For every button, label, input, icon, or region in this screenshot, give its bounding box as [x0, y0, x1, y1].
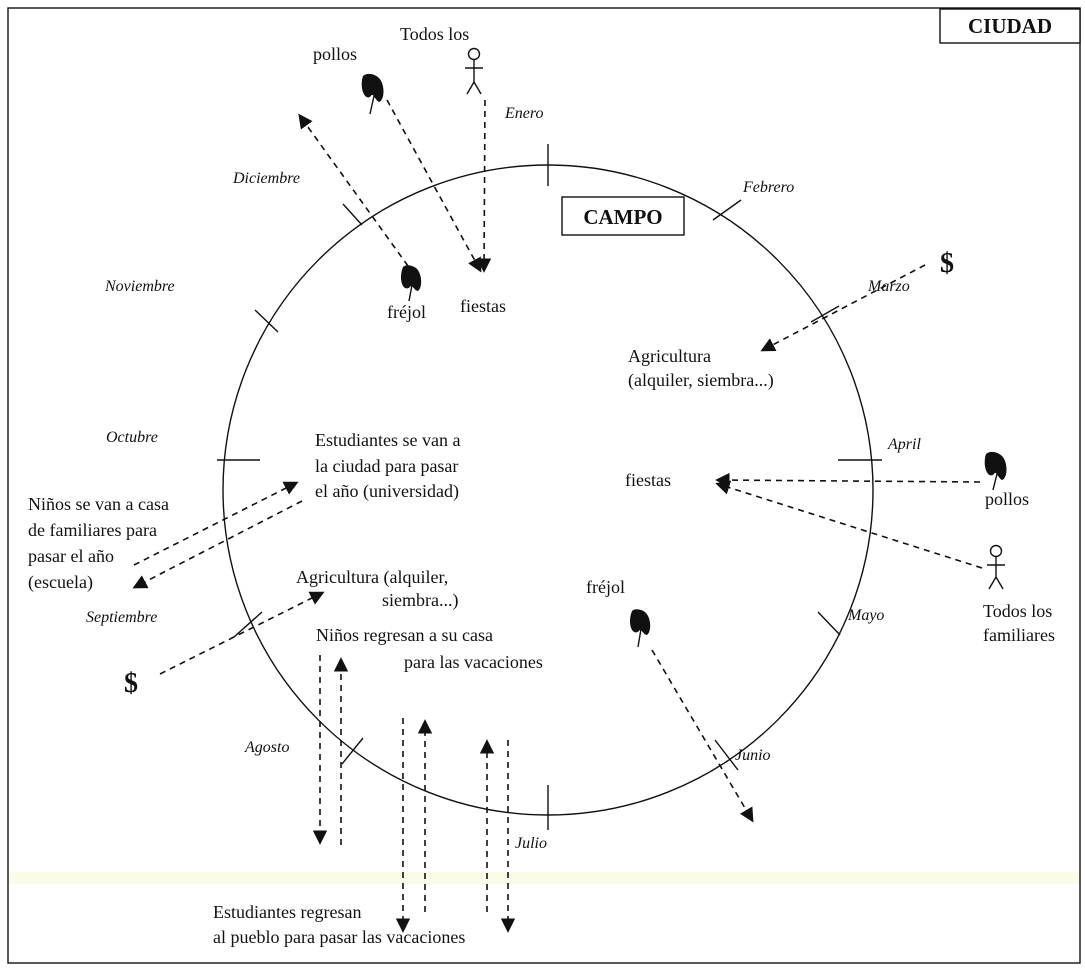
label-estudiantes-regresan-line1: Estudiantes regresan — [213, 902, 361, 922]
tick-agosto — [341, 737, 364, 765]
tick-marzo — [810, 305, 840, 323]
label-todos-los-familiares-line2: familiares — [983, 625, 1055, 645]
country-title-box — [561, 196, 685, 236]
label-estudiantes-line3: el año (universidad) — [315, 481, 459, 502]
label-ninos-regresan-line2: para las vacaciones — [404, 652, 543, 672]
label-estudiantes-line1: Estudiantes se van a — [315, 430, 460, 450]
tick-noviembre — [254, 309, 279, 333]
tick-mayo — [817, 611, 841, 636]
arrow-frejol-to-city — [651, 649, 754, 823]
arrow-pollos-to-fiestas — [386, 99, 482, 273]
label-frejol-right: fréjol — [586, 577, 625, 597]
label-todos-los-familiares-line1: Todos los — [983, 601, 1052, 621]
month-enero: Enero — [504, 105, 544, 122]
label-ninos-line2: de familiares para — [28, 520, 157, 540]
label-pollos-top: pollos — [313, 44, 357, 64]
tick-diciembre — [342, 203, 363, 226]
label-agricultura-left-line2: siembra...) — [382, 590, 458, 611]
label-estudiantes-line2: la ciudad para pasar — [315, 456, 458, 476]
bean-icon — [400, 265, 422, 302]
arrow-familiares-to-fiestas — [715, 480, 983, 569]
arrow-todos-to-fiestas — [476, 99, 492, 273]
outer-frame — [7, 7, 1081, 964]
arrow-estudiantes-to-city — [133, 481, 299, 566]
label-agricultura-left-line1: Agricultura (alquiler, — [296, 567, 448, 588]
month-april: April — [887, 436, 921, 453]
month-febrero: Febrero — [742, 179, 794, 196]
country-title: CAMPO — [583, 205, 662, 229]
month-octubre: Octubre — [106, 429, 158, 446]
month-agosto: Agosto — [244, 739, 289, 756]
label-ninos-line3: pasar el año — [28, 546, 114, 566]
city-title-box — [939, 8, 1081, 44]
arrow-frejol-out — [298, 113, 409, 267]
label-ninos-line4: (escuela) — [28, 572, 93, 593]
label-agricultura-right-line1: Agricultura — [628, 346, 711, 366]
label-todos-los-top: Todos los — [400, 24, 469, 44]
month-noviembre: Noviembre — [104, 278, 175, 295]
label-pollos-right: pollos — [985, 489, 1029, 509]
month-julio: Julio — [515, 835, 547, 852]
label-dollar-right: $ — [940, 248, 954, 279]
tick-junio — [714, 739, 739, 771]
background-band — [9, 872, 1079, 884]
label-frejol-top: fréjol — [387, 302, 426, 322]
label-ninos-regresan-line1: Niños regresan a su casa — [316, 625, 493, 645]
month-marzo: Marzo — [867, 278, 910, 295]
month-diciembre: Diciembre — [232, 170, 300, 187]
tick-febrero — [712, 199, 742, 221]
label-dollar-left: $ — [124, 668, 138, 699]
arrow-dollar-to-agricultura — [760, 264, 926, 352]
arrow-ninos-to-familiares — [132, 500, 303, 589]
label-estudiantes-regresan-line2: al pueblo para pasar las vacaciones — [213, 927, 465, 947]
stick-figure-icon — [465, 47, 483, 95]
chicken-icon — [361, 73, 384, 115]
label-fiestas-right: fiestas — [625, 470, 671, 490]
bean-icon — [629, 609, 651, 648]
label-fiestas-top: fiestas — [460, 296, 506, 316]
city-title: CIUDAD — [968, 14, 1052, 38]
tick-septiembre — [233, 611, 263, 638]
chicken-icon — [984, 451, 1007, 491]
month-junio: Junio — [735, 747, 771, 764]
month-mayo: Mayo — [847, 607, 884, 624]
month-septiembre: Septiembre — [86, 609, 157, 626]
stick-figure-icon — [987, 544, 1005, 590]
label-ninos-line1: Niños se van a casa — [28, 494, 169, 514]
arrow-dollar-to-agricultura-left — [159, 591, 325, 675]
label-agricultura-right-line2: (alquiler, siembra...) — [628, 370, 774, 391]
arrow-pollos-to-fiestas-right — [715, 472, 981, 488]
